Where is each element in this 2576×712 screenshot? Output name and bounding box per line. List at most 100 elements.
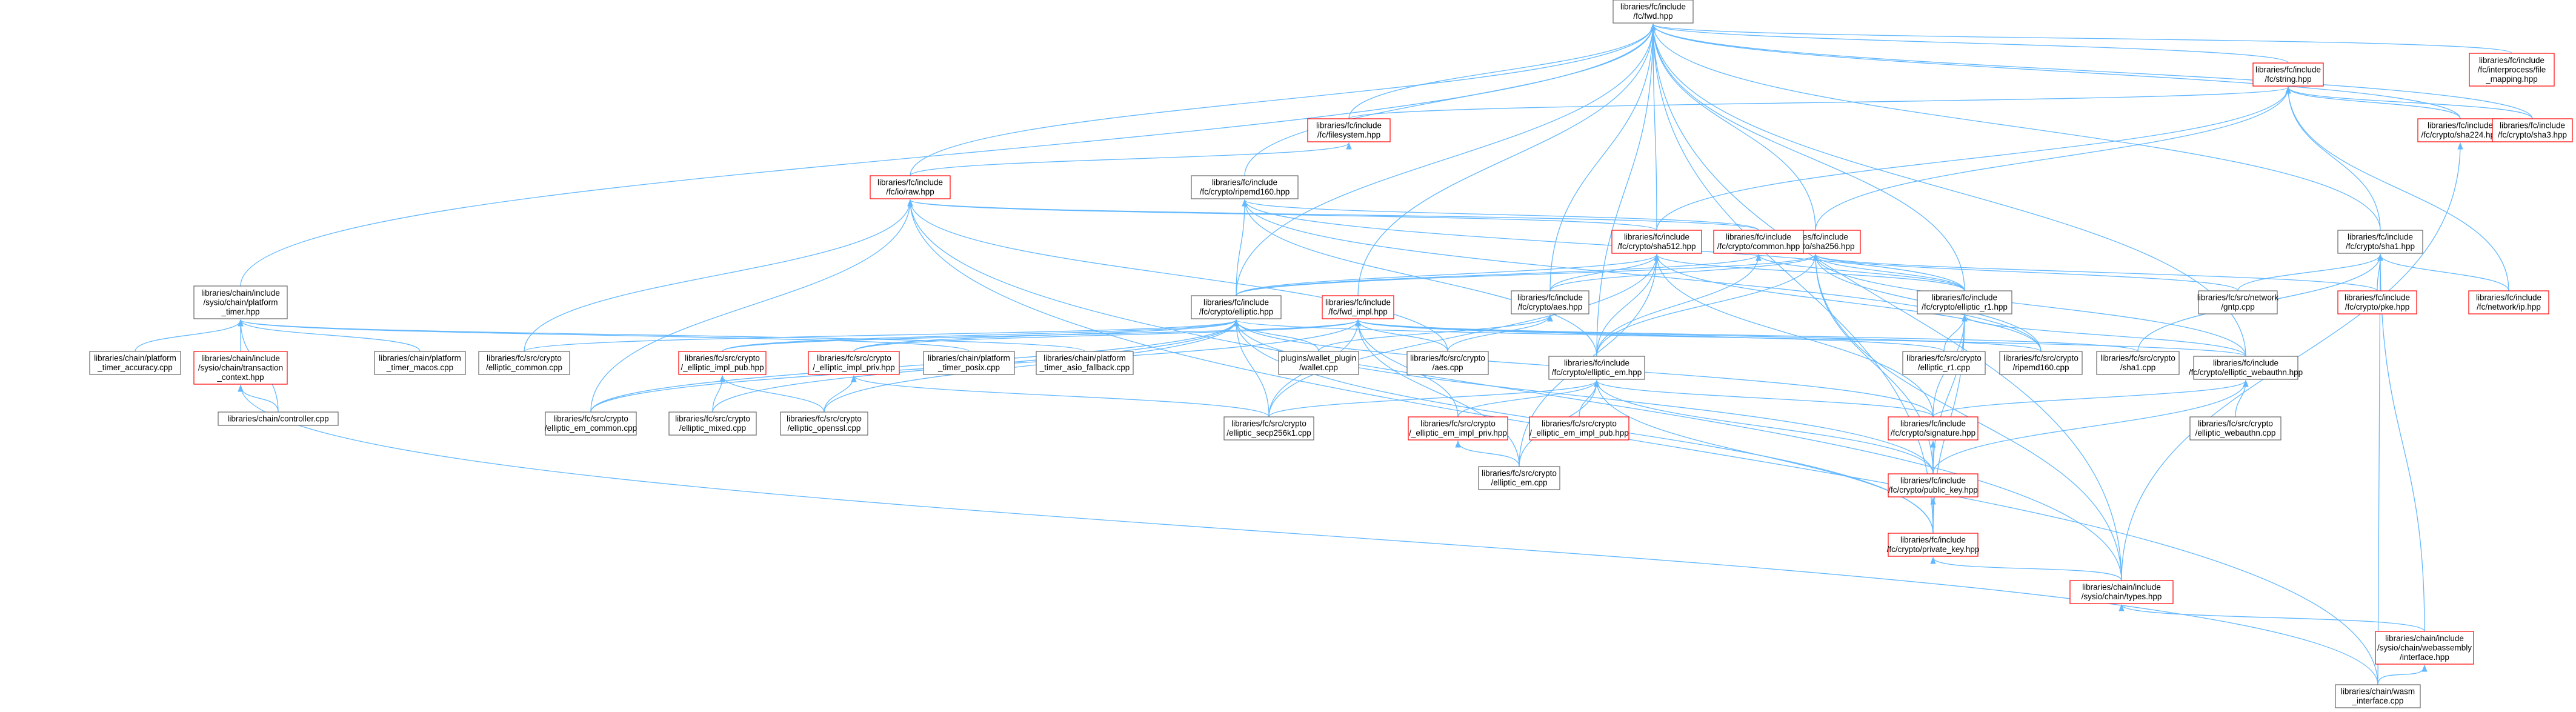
node-ripemd160[interactable]: libraries/fc/include/fc/crypto/ripemd160…: [1191, 175, 1299, 199]
node-impl-priv[interactable]: libraries/fc/src/crypto/_elliptic_impl_p…: [808, 351, 900, 375]
node-label-line: libraries/fc/src/crypto: [1410, 354, 1485, 363]
node-string[interactable]: libraries/fc/include/fc/string.hpp: [2252, 62, 2324, 87]
node-em-impl-priv[interactable]: libraries/fc/src/crypto/_elliptic_em_imp…: [1408, 416, 1508, 441]
edge-aes-hpp-to-sha256: [1549, 253, 1819, 291]
node-webauthn-hpp[interactable]: libraries/fc/include/fc/crypto/elliptic_…: [2189, 356, 2303, 380]
node-wasm-iface-cpp[interactable]: libraries/chain/wasm_interface.cpp: [2335, 684, 2421, 708]
node-label-line: /fc/crypto/common.hpp: [1717, 242, 1800, 251]
node-box: [2096, 351, 2180, 375]
node-label-line: libraries/chain/include: [2082, 583, 2161, 592]
node-elliptic-common[interactable]: libraries/fc/src/crypto/elliptic_common.…: [478, 351, 570, 375]
edge-timer-macos-to-chain-timer: [238, 319, 421, 352]
node-txn-context[interactable]: libraries/chain/include/sysio/chain/tran…: [193, 351, 288, 385]
node-sha1-cpp[interactable]: libraries/fc/src/crypto/sha1.cpp: [2096, 351, 2180, 375]
node-raw[interactable]: libraries/fc/include/fc/io/raw.hpp: [870, 175, 951, 199]
node-grip[interactable]: libraries/fc/src/network/gntp.cpp: [2197, 290, 2279, 314]
node-label-line: libraries/fc/src/crypto: [2100, 354, 2175, 363]
node-label-line: _timer.hpp: [221, 307, 259, 316]
edge-sha224-to-fc-fwd: [1650, 23, 2461, 119]
edge-timer-asio-to-chain-timer: [238, 319, 1085, 352]
node-box: [1888, 473, 1979, 497]
node-label-line: libraries/fc/src/crypto: [487, 354, 562, 363]
node-label-line: /fc/io/raw.hpp: [886, 187, 934, 196]
node-common[interactable]: libraries/fc/include/fc/crypto/common.hp…: [1713, 230, 1804, 254]
edge-elliptic-em-hpp-to-fc-fwd: [1596, 23, 1656, 357]
edge-filesystem-to-fc-fwd: [1348, 23, 1656, 119]
edge-impl-pub-to-fwd-impl: [722, 319, 1361, 352]
node-sha224[interactable]: libraries/fc/include/fc/crypto/sha224.hp…: [2417, 118, 2503, 142]
node-mixed[interactable]: libraries/fc/src/crypto/elliptic_mixed.c…: [668, 411, 757, 436]
node-timer-posix[interactable]: libraries/chain/platform_timer_posix.cpp: [923, 351, 1015, 375]
node-label-line: /_elliptic_impl_pub.hpp: [681, 363, 764, 372]
node-box: [1478, 466, 1560, 490]
node-timer-accuracy[interactable]: libraries/chain/platform_timer_accuracy.…: [89, 351, 181, 375]
node-em-common[interactable]: libraries/fc/src/crypto/elliptic_em_comm…: [545, 411, 637, 436]
node-elliptic-r1[interactable]: libraries/fc/include/fc/crypto/elliptic_…: [1917, 290, 2012, 314]
node-secp256k1[interactable]: libraries/fc/src/crypto/elliptic_secp256…: [1223, 416, 1314, 441]
node-elliptic[interactable]: libraries/fc/include/fc/crypto/elliptic.…: [1191, 295, 1282, 319]
node-interprocess[interactable]: libraries/fc/include/fc/interprocess/fil…: [2469, 53, 2555, 87]
node-em-impl-pub[interactable]: libraries/fc/src/crypto/_elliptic_em_imp…: [1529, 416, 1629, 441]
edge-public-key-to-elliptic: [1233, 319, 1934, 474]
node-label-line: libraries/fc/include: [1212, 178, 1277, 187]
edge-signature-to-sha512: [1654, 253, 1934, 418]
edge-secp256k1-to-sha512: [1268, 253, 1660, 418]
node-sha512[interactable]: libraries/fc/include/fc/crypto/sha512.hp…: [1611, 230, 1702, 254]
node-label-line: /sysio/chain/transaction: [198, 363, 283, 372]
edge-elliptic-em-hpp-to-sha512: [1596, 253, 1660, 357]
node-private-key[interactable]: libraries/fc/include/fc/crypto/private_k…: [1887, 533, 1980, 557]
node-label-line: /elliptic_common.cpp: [486, 363, 562, 372]
node-box: [1036, 351, 1134, 375]
node-label-line: /elliptic_r1.cpp: [1918, 363, 1970, 372]
node-aes-hpp[interactable]: libraries/fc/include/fc/crypto/aes.hpp: [1511, 290, 1589, 314]
node-impl-pub[interactable]: libraries/fc/src/crypto/_elliptic_impl_p…: [678, 351, 767, 375]
node-webauthn-cpp[interactable]: libraries/fc/src/crypto/elliptic_webauth…: [2189, 416, 2281, 441]
edge-elliptic-to-ripemd160: [1236, 199, 1248, 296]
node-ripemd-cpp[interactable]: libraries/fc/src/crypto/ripemd160.cpp: [1999, 351, 2083, 375]
node-label-line: libraries/chain/controller.cpp: [227, 414, 328, 423]
node-elliptic-em-hpp[interactable]: libraries/fc/include/fc/crypto/elliptic_…: [1548, 356, 1645, 380]
node-label-line: /sysio/chain/platform: [203, 298, 278, 307]
edge-signature-to-elliptic-em-hpp: [1594, 379, 1934, 418]
node-chain-timer[interactable]: libraries/chain/include/sysio/chain/plat…: [193, 285, 288, 319]
node-pke[interactable]: libraries/fc/include/fc/crypto/pke.hpp: [2337, 290, 2417, 314]
node-label-line: /sysio/chain/webassembly: [2377, 643, 2472, 652]
node-elliptic-r1-cpp[interactable]: libraries/fc/src/crypto/elliptic_r1.cpp: [1902, 351, 1986, 375]
node-aes-cpp[interactable]: libraries/fc/src/crypto/aes.cpp: [1406, 351, 1489, 375]
edge-elliptic-common-to-raw: [524, 199, 913, 352]
edge-wallet-to-elliptic: [1233, 319, 1319, 352]
node-public-key[interactable]: libraries/fc/include/fc/crypto/public_ke…: [1888, 473, 1979, 497]
node-label-line: /_elliptic_impl_priv.hpp: [813, 363, 895, 372]
node-label-line: libraries/chain/platform: [928, 354, 1010, 363]
node-controller[interactable]: libraries/chain/controller.cpp: [218, 411, 339, 426]
node-wallet[interactable]: plugins/wallet_plugin/wallet.cpp: [1278, 351, 1359, 375]
node-ip[interactable]: libraries/fc/include/fc/network/ip.hpp: [2468, 290, 2549, 314]
node-em-cpp[interactable]: libraries/fc/src/crypto/elliptic_em.cpp: [1478, 466, 1560, 490]
node-filesystem[interactable]: libraries/fc/include/fc/filesystem.hpp: [1307, 118, 1391, 142]
edge-private-key-to-elliptic-em-hpp: [1594, 379, 1934, 534]
node-label-line: libraries/fc/include: [2500, 121, 2565, 130]
node-label-line: /_elliptic_em_impl_pub.hpp: [1529, 428, 1629, 438]
node-label-line: /fc/crypto/sha224.hpp: [2421, 130, 2499, 139]
edge-elliptic-to-sha512: [1236, 253, 1660, 296]
node-box: [1322, 295, 1394, 319]
node-openssl[interactable]: libraries/fc/src/crypto/elliptic_openssl…: [780, 411, 868, 436]
edge-impl-priv-to-elliptic: [853, 319, 1239, 352]
node-box: [678, 351, 767, 375]
edge-types-to-raw: [907, 199, 2122, 581]
edge-impl-priv-to-fwd-impl: [853, 319, 1361, 352]
edge-public-key-to-webauthn-hpp: [1932, 379, 2249, 474]
node-fwd-impl[interactable]: libraries/fc/include/fc/fwd_impl.hpp: [1322, 295, 1394, 319]
node-fc-fwd[interactable]: libraries/fc/include/fc/fwd.hpp: [1612, 0, 1694, 24]
node-label-line: /elliptic_secp256k1.cpp: [1226, 428, 1311, 438]
node-timer-asio[interactable]: libraries/chain/platform_timer_asio_fall…: [1036, 351, 1134, 375]
node-timer-macos[interactable]: libraries/chain/platform_timer_macos.cpp: [374, 351, 466, 375]
node-sha3[interactable]: libraries/fc/include/fc/crypto/sha3.hpp: [2492, 118, 2573, 142]
node-label-line: libraries/fc/include: [877, 178, 943, 187]
edge-em-impl-priv-to-elliptic-em-hpp: [1457, 379, 1600, 418]
node-signature[interactable]: libraries/fc/include/fc/crypto/signature…: [1888, 416, 1979, 441]
node-box: [218, 411, 339, 426]
node-wasm-iface-hpp[interactable]: libraries/chain/include/sysio/chain/weba…: [2375, 631, 2474, 665]
node-sha1[interactable]: libraries/fc/include/fc/crypto/sha1.hpp: [2337, 230, 2423, 254]
node-types[interactable]: libraries/chain/include/sysio/chain/type…: [2069, 580, 2174, 604]
